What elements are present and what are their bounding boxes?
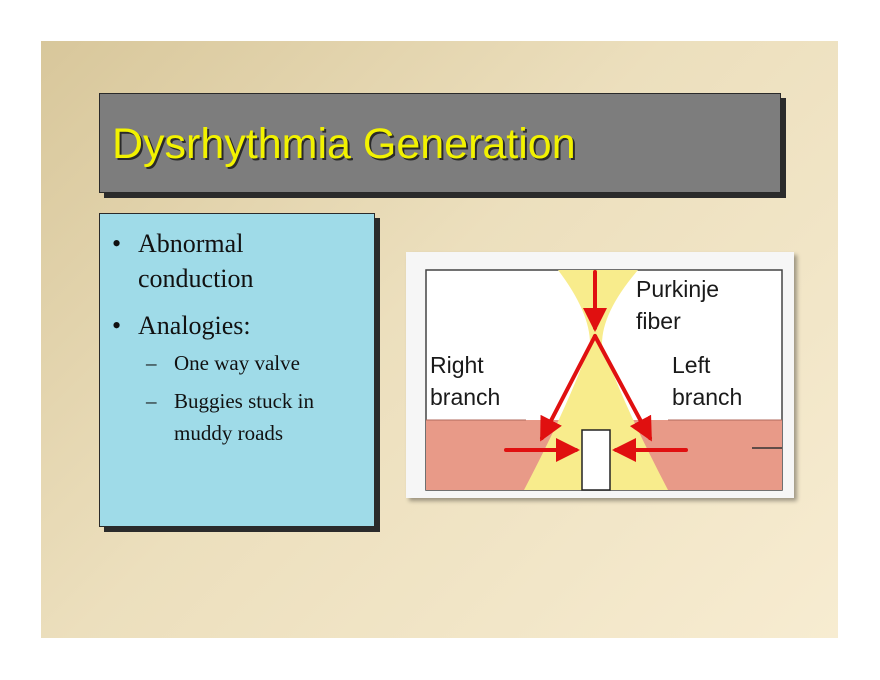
bullet-box: • Abnormal conduction • Analogies: – One… (99, 213, 375, 527)
label-right-branch: branch (430, 384, 501, 410)
bullet-text-line1: Analogies: (138, 311, 251, 340)
label-left: Left (672, 352, 711, 378)
label-right: Right (430, 352, 484, 378)
label-purkinje: Purkinje (636, 276, 720, 302)
bullet-text-line2: conduction (138, 264, 254, 293)
conduction-arrows (504, 270, 688, 462)
bullet-dot: • (112, 229, 122, 258)
purkinje-diagram-drawing (425, 269, 783, 491)
purkinje-diagram: Purkinje fiber Right branch Left branch (406, 252, 794, 498)
slide: Dysrhythmia Generation • Abnormal conduc… (41, 41, 838, 638)
sub-bullet-dash: – (146, 351, 157, 375)
label-fiber: fiber (636, 308, 681, 334)
bullet-text-line1: Abnormal (138, 229, 244, 258)
bullet-dot: • (112, 311, 122, 340)
title-box: Dysrhythmia Generation (99, 93, 781, 193)
sub-bullet-text-line2: muddy roads (174, 421, 284, 445)
sub-bullet-dash: – (146, 389, 157, 413)
sub-bullet-text-line1: One way valve (174, 351, 300, 375)
sub-bullet-text-line1: Buggies stuck in (174, 389, 314, 413)
label-left-branch: branch (672, 384, 743, 410)
slide-title: Dysrhythmia Generation (112, 120, 576, 168)
septum-block (581, 429, 611, 491)
